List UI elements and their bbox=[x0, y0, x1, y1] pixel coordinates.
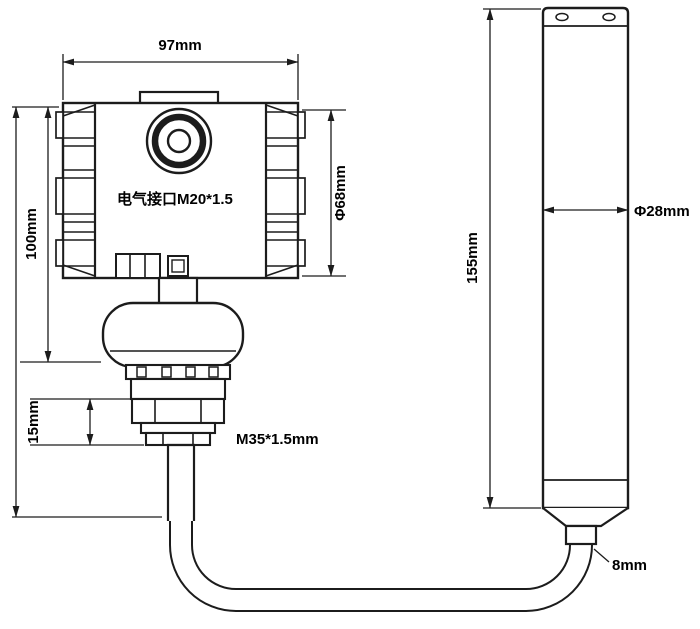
cable-inner bbox=[171, 519, 591, 610]
gland-circle-inner bbox=[166, 128, 192, 154]
probe-cable-nipple bbox=[564, 524, 598, 546]
process-body bbox=[101, 301, 245, 369]
transmitter-drawing bbox=[55, 90, 306, 521]
terminal-block-lines bbox=[129, 254, 146, 278]
cable-drawing bbox=[169, 519, 593, 612]
label-thread-spec: M35*1.5mm bbox=[236, 431, 319, 448]
dim-label-cable-diameter: 8mm bbox=[612, 557, 647, 574]
ext-lines-68 bbox=[302, 109, 346, 277]
flange-bolt-2 bbox=[161, 366, 172, 378]
dim-label-housing-width: 97mm bbox=[158, 37, 201, 54]
cap-chamfers bbox=[62, 104, 299, 277]
right-cap-lug-bottom bbox=[297, 239, 306, 267]
label-electrical-port: 电气接口M20*1.5 bbox=[117, 190, 233, 208]
right-cap-lug-middle bbox=[297, 177, 306, 215]
connection-stem bbox=[157, 276, 199, 307]
hex-nut-upper bbox=[130, 397, 226, 425]
cap-inner-edges bbox=[93, 103, 268, 278]
dimension-lines bbox=[12, 8, 629, 563]
right-cap-lug-top bbox=[297, 111, 306, 139]
dim-label-probe-diameter: Φ28mm bbox=[634, 203, 690, 220]
probe-drawing bbox=[541, 6, 630, 546]
gland-circle-outer bbox=[145, 107, 213, 175]
gland-circle-ring bbox=[151, 113, 207, 169]
leader-line-8 bbox=[593, 548, 610, 563]
hex-nut-lower bbox=[144, 431, 212, 447]
dimension-labels: 97mm 100mm Φ68mm 电气接口M20*1.5 15mm M35*1.… bbox=[23, 37, 690, 574]
junction-square-inner bbox=[171, 259, 185, 273]
probe-cap-hole-right bbox=[602, 12, 616, 22]
washer-step bbox=[139, 421, 217, 435]
flange-bolt-1 bbox=[136, 366, 147, 378]
flange-body bbox=[129, 377, 227, 401]
dim-label-flange-height: 15mm bbox=[25, 400, 42, 443]
probe-body bbox=[541, 6, 630, 510]
left-cap-lug-bottom bbox=[55, 239, 64, 267]
hex-nut-facets bbox=[154, 399, 202, 423]
connection-pipe bbox=[166, 443, 196, 521]
dim-label-housing-height: 100mm bbox=[23, 208, 40, 260]
cap-rib-lines bbox=[63, 111, 298, 267]
flange-bolt-4 bbox=[208, 366, 219, 378]
flange-bolt-3 bbox=[185, 366, 196, 378]
hex-nut-lower-facets bbox=[162, 433, 194, 445]
probe-cap-hole-left bbox=[555, 12, 569, 22]
junction-square bbox=[167, 255, 189, 277]
dim-label-housing-diameter: Φ68mm bbox=[332, 165, 349, 221]
left-cap-lug-top bbox=[55, 111, 64, 139]
dim-label-probe-length: 155mm bbox=[464, 232, 481, 284]
left-cap-lug-middle bbox=[55, 177, 64, 215]
terminal-block bbox=[115, 253, 161, 279]
